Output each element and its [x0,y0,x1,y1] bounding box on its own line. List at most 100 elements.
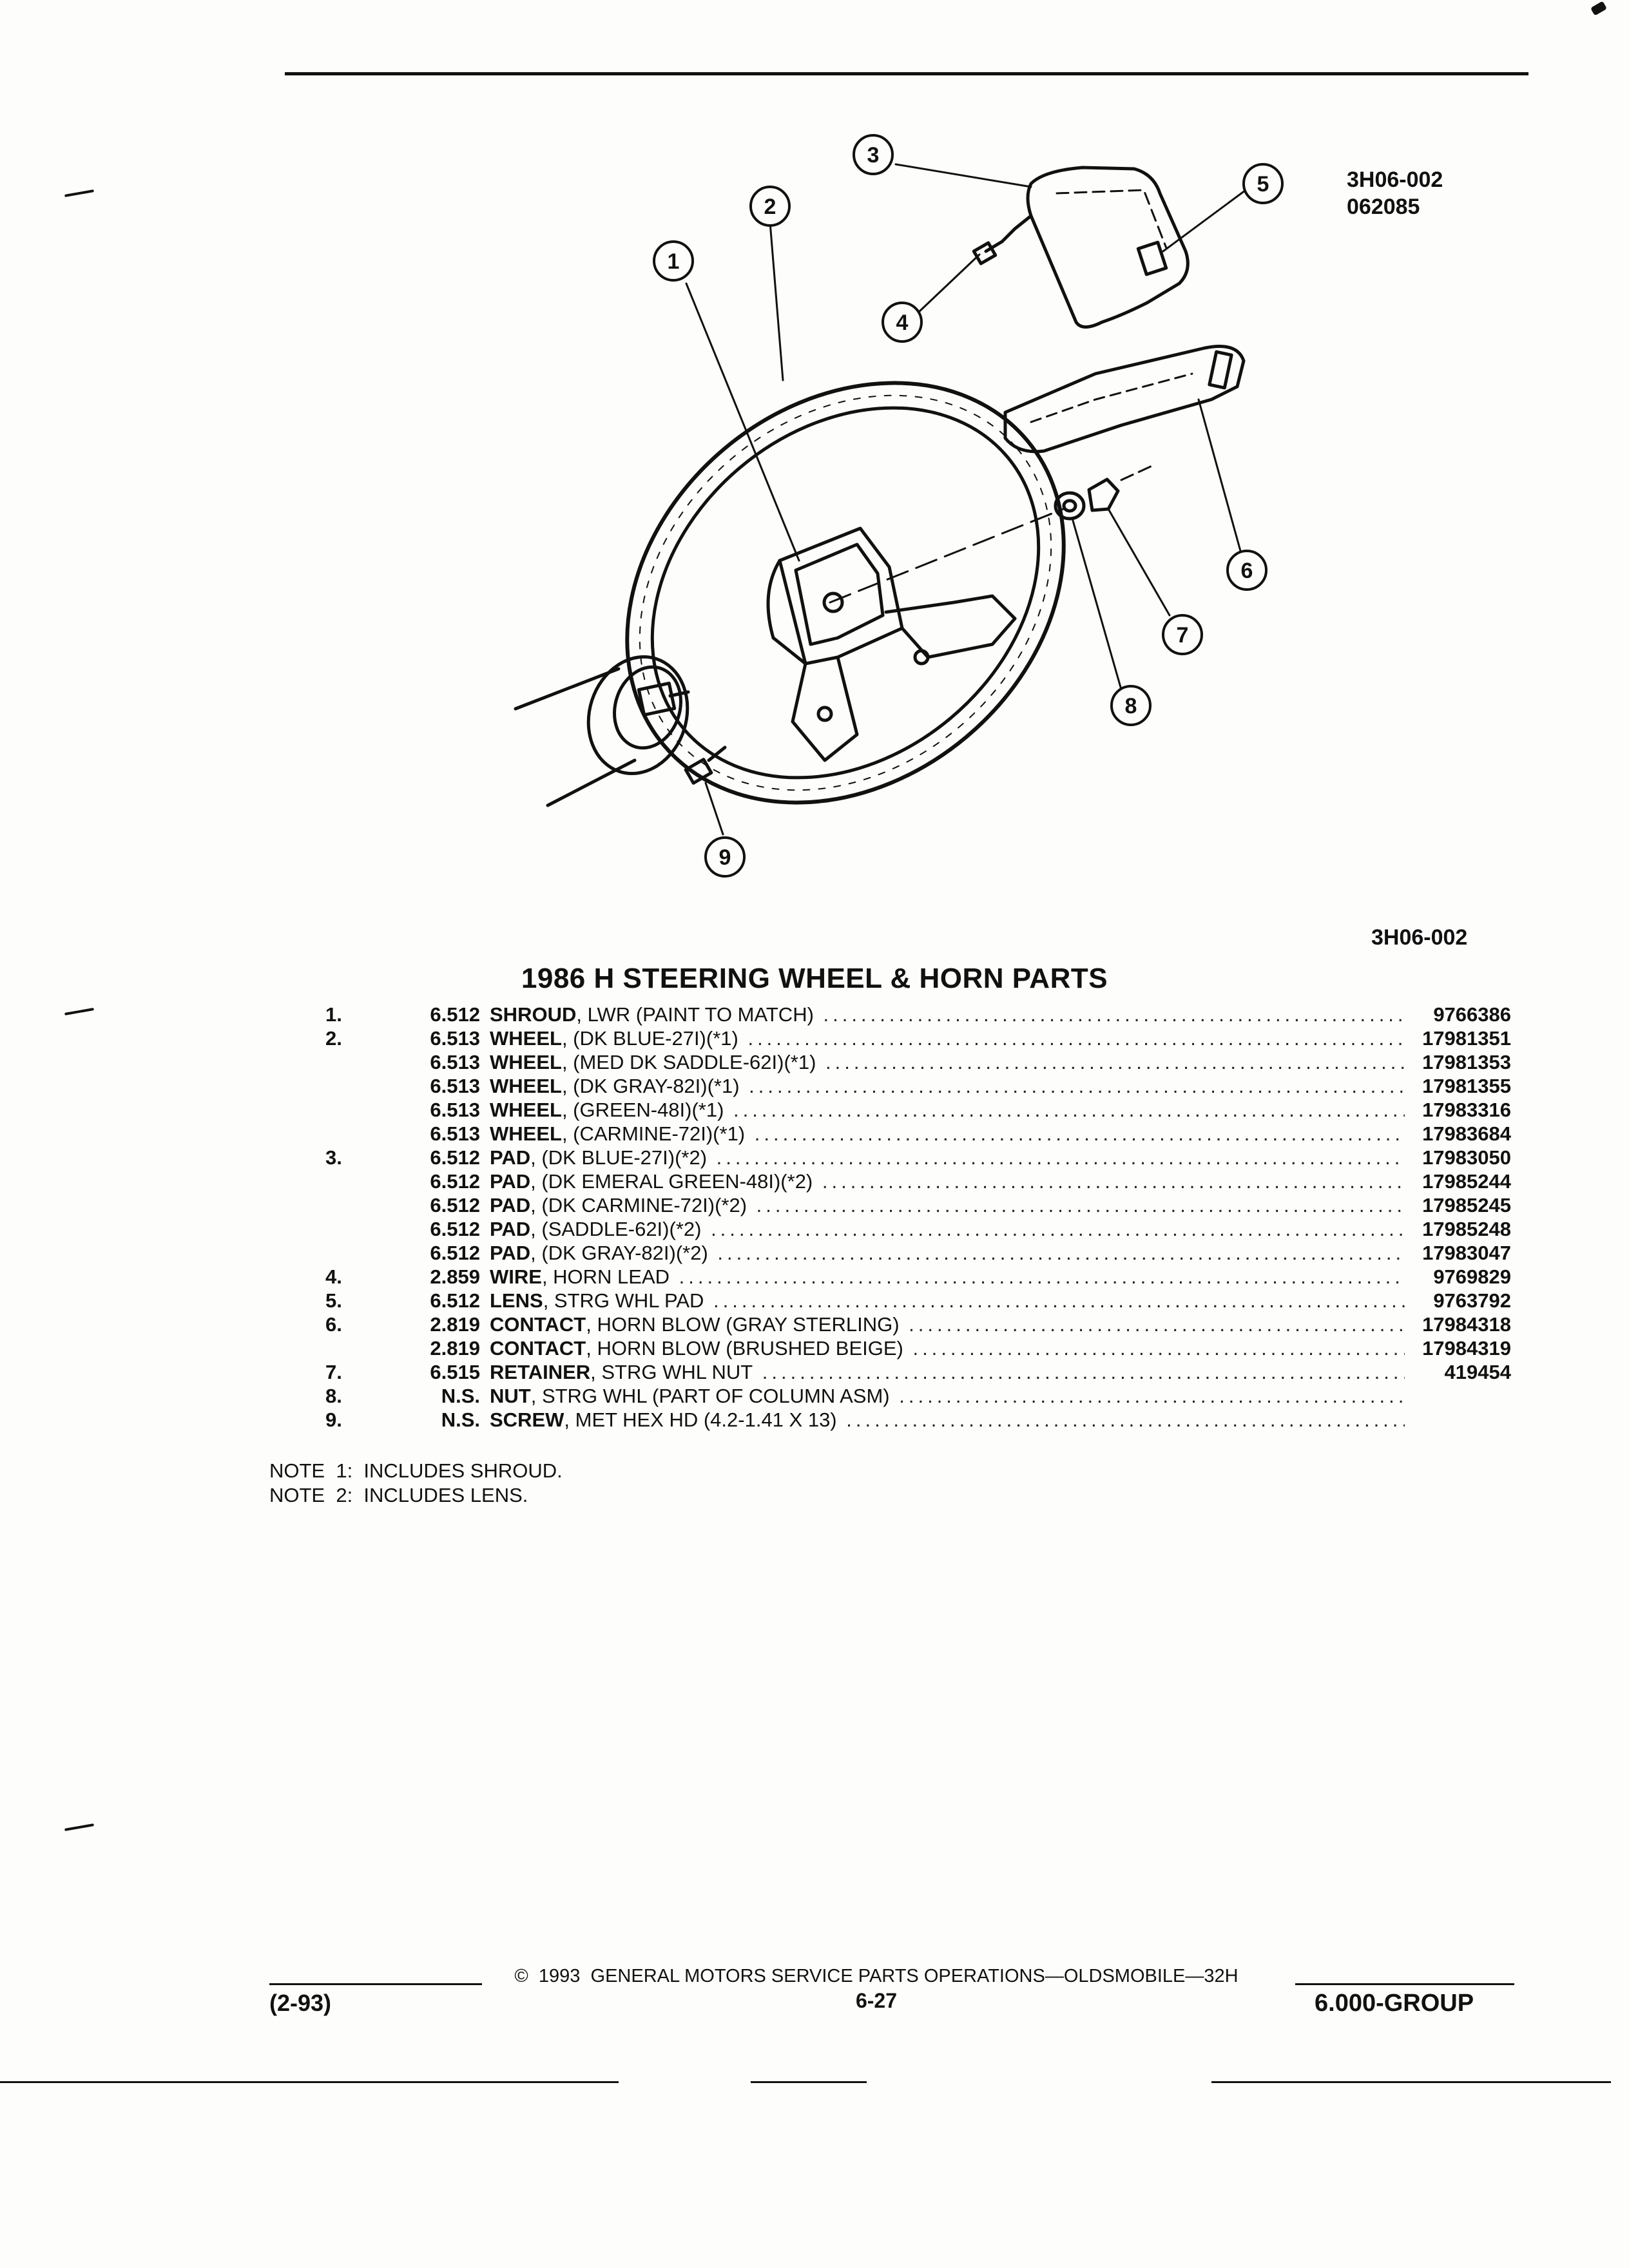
group-number: N.S. [441,1385,480,1407]
table-row: 9.N.S.SCREW, MET HEX HD (4.2-1.41 X 13) … [325,1408,1511,1432]
part-name: CONTACT [490,1337,586,1360]
part-detail: , STRG WHL PAD [543,1289,704,1312]
table-row: 2.819 CONTACT, HORN BLOW (BRUSHED BEIGE) … [325,1336,1511,1360]
screw [684,745,727,785]
part-detail: , (DK GRAY-82I)(*1) [561,1075,740,1097]
ref-code-block: 3H06-002 062085 [1347,166,1443,220]
callout-9-label: 9 [719,845,731,870]
part-detail: , HORN LEAD [541,1265,670,1288]
leader-dots: ........................................… [747,1027,1405,1050]
nut-and-retainer [1054,464,1155,521]
part-number: 17985245 [1422,1194,1511,1216]
leader-dots: ........................................… [749,1075,1405,1097]
part-description: SHROUD, LWR (PAINT TO MATCH) ...........… [490,1003,1405,1026]
part-description: WHEEL, (MED DK SADDLE-62I)(*1) .........… [490,1050,1405,1074]
page-title: 1986 H STEERING WHEEL & HORN PARTS [521,963,1108,994]
item-number: 8. [325,1385,342,1407]
part-description: SCREW, MET HEX HD (4.2-1.41 X 13) ......… [490,1408,1405,1432]
part-description: PAD, (SADDLE-62I)(*2) ..................… [490,1217,1405,1241]
callout-2: 2 [749,186,791,227]
footer-rule-right [1295,1983,1514,1985]
leader-dots: ........................................… [717,1242,1405,1264]
footer-center: © 1993 GENERAL MOTORS SERVICE PARTS OPER… [490,1964,1263,2013]
part-number: 419454 [1444,1361,1511,1383]
copyright: © 1993 GENERAL MOTORS SERVICE PARTS OPER… [514,1966,1239,1986]
table-row: 6.512 PAD, (SADDLE-62I)(*2) .............… [325,1217,1511,1241]
part-detail: , (GREEN-48I)(*1) [561,1099,724,1121]
leader-dots: ........................................… [756,1194,1405,1216]
part-number: 17981353 [1422,1051,1511,1073]
leader-dots: ........................................… [713,1289,1405,1312]
group-number: 2.819 [430,1313,480,1336]
table-row: 6.513 WHEEL, (DK GRAY-82I)(*1) ..........… [325,1074,1511,1098]
bottom-rule-mid [751,2081,867,2083]
part-description: CONTACT, HORN BLOW (BRUSHED BEIGE) .....… [490,1336,1405,1360]
group-number: 6.512 [430,1146,480,1169]
part-detail: , (CARMINE-72I)(*1) [561,1122,746,1145]
group-number: 6.513 [430,1075,480,1097]
item-number: 7. [325,1361,342,1383]
group-number: 2.819 [430,1337,480,1360]
margin-mark [64,1008,94,1015]
steering-wheel-diagram: 1 2 3 4 5 6 7 8 [514,134,1284,878]
table-row: 8. N.S. NUT, STRG WHL (PART OF COLUMN ASM)… [325,1384,1511,1408]
horn-pad [972,166,1190,329]
part-name: RETAINER [490,1361,591,1383]
notes: NOTE 1: INCLUDES SHROUD. NOTE 2: INCLUDE… [269,1459,563,1508]
group-number: 6.512 [430,1194,480,1216]
leader-dots: ........................................… [733,1099,1405,1121]
leader-dots: ........................................… [679,1265,1405,1288]
item-number: 3. [325,1146,342,1169]
leader-dots: ........................................… [823,1003,1405,1026]
leader-dots: ........................................… [909,1313,1405,1336]
revision-date: (2-93) [269,1990,332,2016]
part-description: NUT, STRG WHL (PART OF COLUMN ASM) .....… [490,1384,1405,1408]
group-number: 6.512 [430,1218,480,1240]
callout-9: 9 [704,836,746,878]
leader-dots: ........................................… [825,1051,1405,1073]
top-rule [285,72,1528,75]
wheel-rim [625,381,1066,805]
part-description: PAD, (DK GRAY-82I)(*2) .................… [490,1241,1405,1265]
group-number: 6.513 [430,1027,480,1050]
leader-dots: ........................................… [846,1408,1405,1431]
callout-5: 5 [1242,163,1284,204]
part-number: 17981355 [1422,1075,1511,1097]
group-number: 6.512 [430,1242,480,1264]
part-detail: , LWR (PAINT TO MATCH) [576,1003,814,1026]
part-name: PAD [490,1146,531,1169]
part-number: 17983047 [1422,1242,1511,1264]
group-number: 6.512 [430,1003,480,1026]
part-description: WHEEL, (CARMINE-72I)(*1) ...............… [490,1122,1405,1146]
part-name: WHEEL [490,1075,562,1097]
item-number: 9. [325,1408,342,1431]
part-number: 17983050 [1422,1146,1511,1169]
callout-2-label: 2 [764,195,776,219]
group-number: 6.512 [430,1170,480,1193]
page-number: 6-27 [855,1989,898,2012]
steering-column [514,655,690,807]
group-number: 2.859 [430,1265,480,1288]
leader-dots: ........................................… [899,1385,1405,1407]
group-number: 6.515 [430,1361,480,1383]
part-detail: , (DK EMERAL GREEN-48I)(*2) [530,1170,813,1193]
leader-dots: ........................................… [711,1218,1405,1240]
group-number: 6.513 [430,1099,480,1121]
note-2: NOTE 2: INCLUDES LENS. [269,1484,528,1506]
leader-dots: ........................................… [762,1361,1405,1383]
leader-dots: ........................................… [716,1146,1405,1169]
part-name: SCREW [490,1408,564,1431]
part-description: PAD, (DK BLUE-27I)(*2) .................… [490,1146,1405,1169]
part-name: SHROUD [490,1003,577,1026]
part-name: WHEEL [490,1099,562,1121]
callout-6-label: 6 [1241,559,1253,583]
part-number: 17984318 [1422,1313,1511,1336]
callout-3-label: 3 [867,143,880,168]
part-detail: , (DK BLUE-27I)(*2) [530,1146,708,1169]
